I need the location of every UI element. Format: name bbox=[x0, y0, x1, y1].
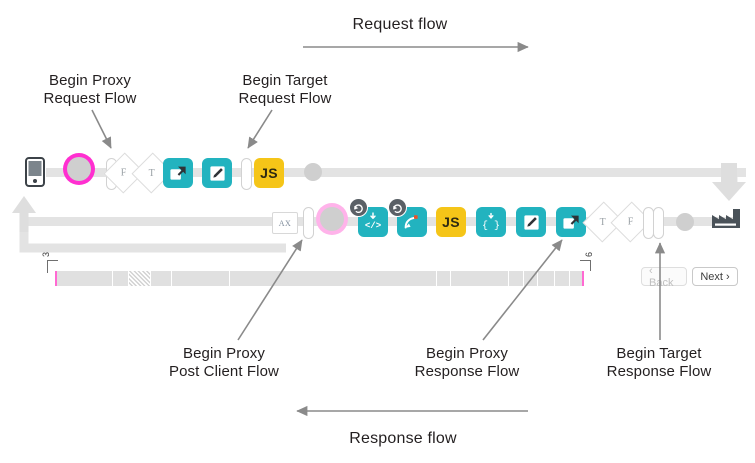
response-assign-message-policy[interactable] bbox=[516, 207, 546, 237]
callout-begin-proxy-request-flow: Begin Proxy Request Flow bbox=[43, 72, 137, 107]
callout-begin-target-request-flow: Begin Target Request Flow bbox=[238, 72, 332, 107]
response-flow-divider-icon bbox=[303, 207, 314, 239]
timeline-segment[interactable] bbox=[437, 271, 450, 286]
timeline-segment[interactable] bbox=[570, 271, 584, 286]
timeline-segment[interactable] bbox=[509, 271, 523, 286]
condition-label: F bbox=[121, 167, 127, 179]
timeline-segment[interactable] bbox=[129, 271, 150, 286]
timeline-marker-end bbox=[582, 271, 584, 286]
timeline-left-tick-bracket bbox=[47, 260, 58, 273]
timeline-track[interactable] bbox=[55, 271, 600, 286]
request-flow-start-marker-icon[interactable] bbox=[67, 157, 91, 181]
response-extract-variables-policy[interactable]: </> bbox=[349, 198, 388, 237]
fault-rule-icon bbox=[388, 198, 407, 217]
response-analytics-ax-icon[interactable]: AX bbox=[272, 212, 298, 234]
timeline-left-tick-label: 3 bbox=[41, 251, 51, 257]
response-javascript-policy[interactable]: JS bbox=[436, 207, 466, 237]
condition-label: T bbox=[148, 167, 156, 179]
request-service-callout-policy[interactable] bbox=[163, 158, 193, 188]
request-javascript-policy[interactable]: JS bbox=[254, 158, 284, 188]
response-json-threat-protection-policy[interactable]: { } bbox=[476, 207, 506, 237]
next-button[interactable]: Next › bbox=[692, 267, 738, 286]
timeline-segment[interactable] bbox=[451, 271, 508, 286]
callout-begin-proxy-post-client-flow: Begin Proxy Post Client Flow bbox=[169, 345, 279, 380]
target-endpoint-icon bbox=[710, 206, 742, 230]
timeline-segment[interactable] bbox=[55, 271, 112, 286]
javascript-policy-label: JS bbox=[436, 207, 466, 237]
timeline-marker-start bbox=[55, 271, 57, 286]
response-service-callout-policy[interactable] bbox=[556, 207, 586, 237]
timeline-segment[interactable] bbox=[230, 271, 436, 286]
timeline-segment[interactable] bbox=[555, 271, 569, 286]
back-button[interactable]: ‹ Back bbox=[641, 265, 687, 289]
callout-begin-target-response-flow: Begin Target Response Flow bbox=[606, 345, 712, 380]
timeline-segment[interactable] bbox=[538, 271, 554, 286]
request-assign-message-policy[interactable] bbox=[202, 158, 232, 188]
javascript-policy-label: JS bbox=[254, 158, 284, 188]
request-flow-divider-icon-2 bbox=[241, 158, 252, 190]
request-flow-title: Request flow bbox=[352, 16, 448, 33]
condition-label: F bbox=[628, 216, 634, 228]
timeline-segment[interactable] bbox=[172, 271, 229, 286]
response-flow-endpoint-dot-icon[interactable] bbox=[676, 213, 694, 231]
mobile-phone-icon bbox=[24, 156, 46, 188]
svg-text:</>: </> bbox=[365, 220, 381, 231]
response-flow-divider-icon-3 bbox=[653, 207, 664, 239]
timeline-segment[interactable] bbox=[524, 271, 537, 286]
request-condition-diamond-t[interactable]: T bbox=[131, 152, 173, 194]
analytics-ax-label: AX bbox=[272, 212, 298, 234]
condition-label: T bbox=[599, 216, 607, 228]
callout-begin-proxy-response-flow: Begin Proxy Response Flow bbox=[414, 345, 520, 380]
response-flow-title: Response flow bbox=[349, 430, 457, 447]
fault-rule-icon bbox=[349, 198, 368, 217]
timeline-right-tick-label: 6 bbox=[584, 251, 594, 257]
timeline-segment[interactable] bbox=[151, 271, 171, 286]
request-flow-endpoint-dot-icon[interactable] bbox=[304, 163, 322, 181]
timeline-segment[interactable] bbox=[113, 271, 128, 286]
timeline-right-tick-bracket bbox=[580, 260, 591, 273]
response-condition-diamond-f[interactable]: F bbox=[610, 201, 652, 243]
svg-text:{ }: { } bbox=[482, 220, 500, 232]
response-raise-fault-policy[interactable] bbox=[388, 198, 427, 237]
request-rail bbox=[46, 168, 746, 177]
response-flow-start-marker-icon[interactable] bbox=[320, 207, 344, 231]
